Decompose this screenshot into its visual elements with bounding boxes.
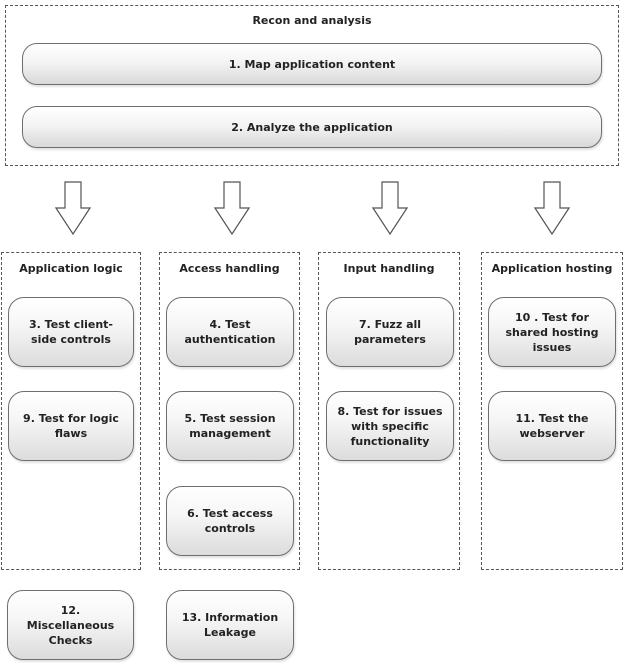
group-input-handling: Input handling [318, 252, 460, 570]
group-title: Access handling [179, 262, 280, 275]
step-information-leakage: 13. Information Leakage [166, 590, 294, 660]
step-authentication: 4. Test authentication [166, 297, 294, 367]
step-access-controls: 6. Test access controls [166, 486, 294, 556]
group-application-logic: Application logic [1, 252, 141, 570]
recon-group: Recon and analysis [5, 5, 619, 166]
step-shared-hosting: 10 . Test for shared hosting issues [488, 297, 616, 367]
step-session-management: 5. Test session management [166, 391, 294, 461]
step-analyze-app: 2. Analyze the application [22, 106, 602, 148]
step-map-content: 1. Map application content [22, 43, 602, 85]
step-client-side-controls: 3. Test client-side controls [8, 297, 134, 367]
group-application-hosting: Application hosting [481, 252, 623, 570]
step-fuzz-parameters: 7. Fuzz all parameters [326, 297, 454, 367]
down-arrow-icon [214, 181, 250, 235]
step-webserver: 11. Test the webserver [488, 391, 616, 461]
down-arrow-icon [372, 181, 408, 235]
step-logic-flaws: 9. Test for logic flaws [8, 391, 134, 461]
group-title: Application logic [19, 262, 123, 275]
group-title: Input handling [343, 262, 435, 275]
step-miscellaneous-checks: 12. Miscellaneous Checks [7, 590, 134, 660]
down-arrow-icon [534, 181, 570, 235]
step-specific-functionality: 8. Test for issues with specific functio… [326, 391, 454, 461]
group-title: Application hosting [491, 262, 613, 275]
group-access-handling: Access handling [159, 252, 300, 570]
down-arrow-icon [55, 181, 91, 235]
recon-title: Recon and analysis [252, 14, 372, 27]
